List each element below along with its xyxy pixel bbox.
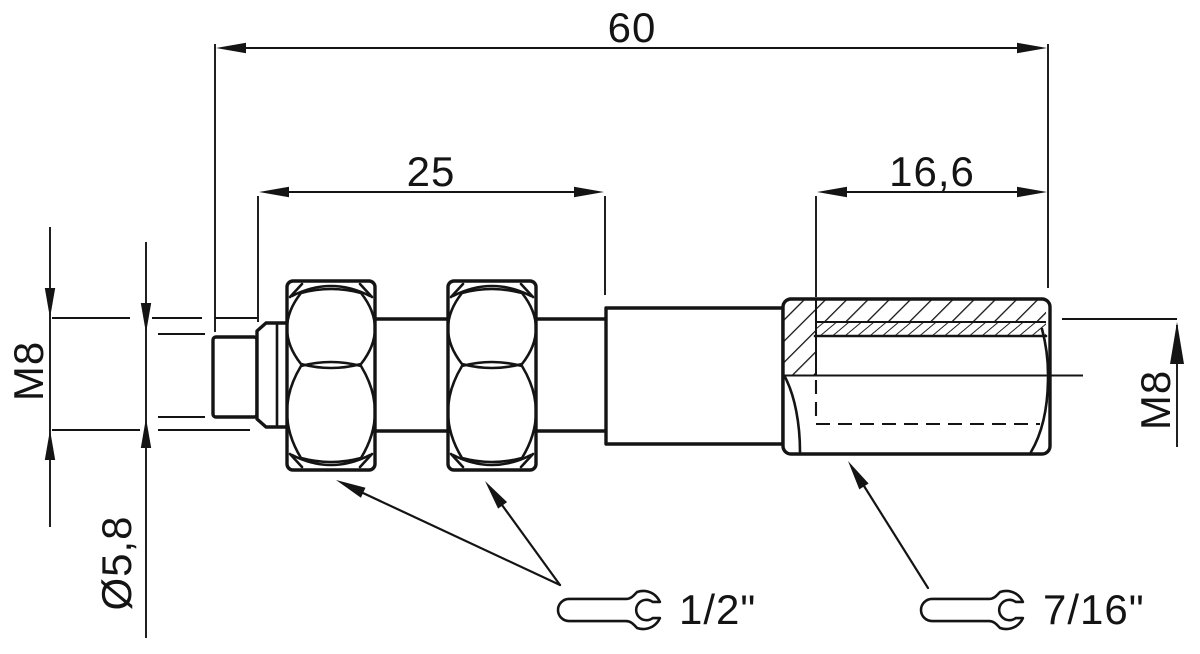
dimension-male-thread: M8 bbox=[5, 227, 257, 527]
hex-nut-2 bbox=[446, 279, 538, 472]
dimension-label-thread-depth: 16,6 bbox=[889, 148, 975, 195]
open-end-wrench-icon bbox=[919, 589, 1025, 631]
part-collar bbox=[255, 321, 290, 429]
open-end-wrench-icon bbox=[556, 589, 662, 631]
section-hatching bbox=[815, 300, 1046, 321]
hex-nut-1 bbox=[285, 279, 377, 472]
leader-line bbox=[361, 491, 562, 587]
part-threaded-rod bbox=[373, 317, 608, 433]
part-sleeve-section bbox=[781, 297, 1083, 456]
dimension-nut-section: 25 bbox=[257, 148, 606, 322]
dimension-thread-depth: 16,6 bbox=[815, 148, 1047, 297]
callout-nut-wrench: 1/2" bbox=[336, 480, 756, 633]
leader-line bbox=[862, 484, 930, 590]
dimension-label-male-thread: M8 bbox=[5, 341, 52, 401]
dimension-label-female-thread: M8 bbox=[1132, 370, 1179, 430]
section-hatching bbox=[784, 300, 816, 375]
dimension-total-length: 60 bbox=[214, 4, 1049, 332]
wrench-size-label: 1/2" bbox=[679, 586, 756, 633]
thread-hatching bbox=[815, 323, 1046, 335]
cylinder-curve bbox=[783, 375, 802, 454]
dimension-label-stub-diameter: Ø5,8 bbox=[93, 515, 140, 610]
dimension-label-nut-section: 25 bbox=[407, 148, 456, 195]
callout-sleeve-wrench: 7/16" bbox=[848, 461, 1145, 633]
cylinder-curve bbox=[1040, 327, 1050, 376]
part-stub bbox=[211, 335, 259, 419]
dimension-label-total-length: 60 bbox=[608, 4, 657, 51]
leader-line bbox=[500, 503, 562, 587]
cylinder-curve bbox=[1029, 375, 1050, 454]
part-view bbox=[211, 279, 1083, 472]
dimension-female-thread: M8 bbox=[1062, 318, 1184, 447]
wrench-size-label: 7/16" bbox=[1043, 586, 1145, 633]
part-body bbox=[604, 306, 785, 446]
dimension-stub-diameter: Ø5,8 bbox=[93, 242, 205, 638]
